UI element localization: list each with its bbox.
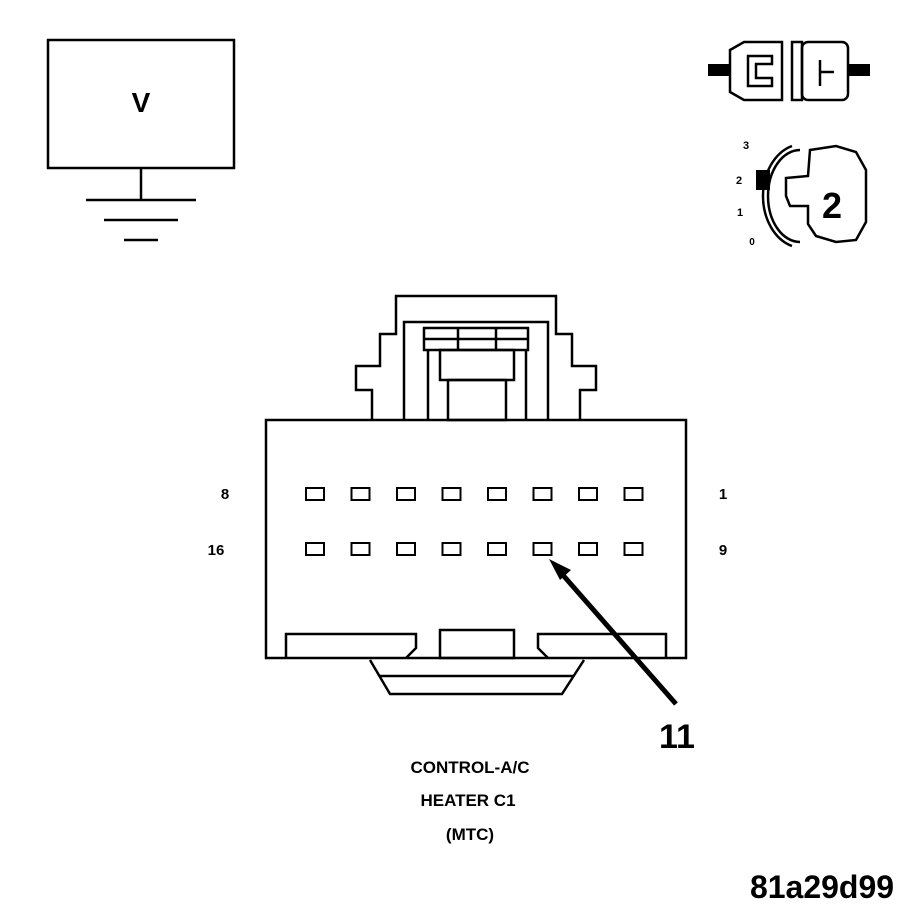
pin-row-1 (305, 487, 644, 501)
pin-cavity (396, 542, 416, 556)
pin-cavity (441, 487, 462, 501)
connector-caption: CONTROL-A/C HEATER C1 (MTC) (411, 758, 530, 844)
voltmeter-symbol: V (46, 38, 236, 242)
pin-cavity (487, 487, 507, 501)
connector-body (264, 418, 688, 660)
figure-id: 81a29d99 (750, 869, 894, 905)
pin-cavity (350, 542, 371, 556)
row2-right-pin-number: 9 (719, 542, 727, 559)
pin-cavity (578, 542, 598, 556)
pin-callout: 11 (549, 559, 695, 756)
ignition-pos-0: 0 (749, 237, 755, 248)
ignition-pos-3: 3 (743, 140, 749, 152)
pin-row-2 (305, 542, 644, 556)
callout-pin-number: 11 (659, 718, 695, 756)
row1-right-pin-number: 1 (719, 486, 727, 503)
connector-c1: 8 1 16 9 (208, 294, 727, 696)
voltmeter-label: V (132, 87, 151, 118)
pin-cavity (623, 487, 644, 501)
pin-cavity (396, 487, 416, 501)
row1-left-pin-number: 8 (221, 486, 229, 503)
caption-line-1: CONTROL-A/C (411, 758, 530, 777)
plug-lead-right (848, 64, 870, 76)
ignition-selected-position: 2 (822, 185, 842, 226)
pin-cavity (532, 542, 553, 556)
pin-cavity (441, 542, 462, 556)
pin-cavity (305, 487, 325, 501)
connector-disconnect-icon (708, 40, 870, 102)
ignition-indicator (756, 170, 770, 190)
caption-line-3: (MTC) (446, 825, 494, 844)
ignition-pos-2: 2 (736, 175, 742, 187)
callout-arrowhead (549, 559, 571, 580)
pin-cavity (578, 487, 598, 501)
pin-cavity (623, 542, 644, 556)
pin-cavity (532, 487, 553, 501)
pin-cavity (305, 542, 325, 556)
pin-cavity (350, 487, 371, 501)
callout-arrow-shaft (560, 572, 678, 706)
pin-cavity (487, 542, 507, 556)
row2-left-pin-number: 16 (208, 542, 225, 559)
plug-lead-left (708, 64, 730, 76)
connector-latch-housing (354, 294, 598, 420)
caption-line-2: HEATER C1 (420, 791, 515, 810)
connector-key (438, 628, 516, 660)
ignition-switch-icon: 3 2 1 0 2 (736, 140, 868, 248)
ignition-pos-1: 1 (737, 207, 743, 219)
